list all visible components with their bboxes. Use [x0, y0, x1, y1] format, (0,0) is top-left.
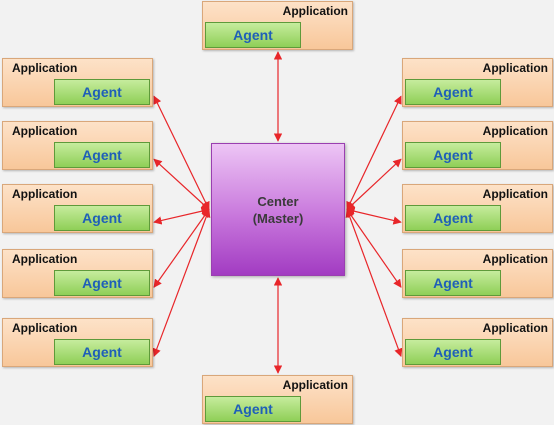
agent-box: Agent — [205, 22, 301, 48]
bidirectional-arrow-6 — [346, 95, 402, 211]
application-label: Application — [12, 321, 78, 335]
bidirectional-arrow-10 — [345, 208, 403, 358]
application-label: Application — [12, 61, 78, 75]
agent-box: Agent — [205, 396, 301, 422]
bidirectional-arrow-1 — [153, 95, 210, 211]
application-node: Application Agent — [2, 121, 153, 170]
bidirectional-arrow-2 — [153, 158, 210, 211]
application-node: Application Agent — [402, 184, 553, 233]
agent-box: Agent — [405, 79, 501, 105]
application-label: Application — [12, 124, 78, 138]
application-label: Application — [482, 252, 548, 266]
agent-box: Agent — [54, 142, 150, 168]
application-label: Application — [12, 252, 78, 266]
bidirectional-arrow-5 — [152, 208, 211, 358]
agent-box: Agent — [405, 339, 501, 365]
agent-box: Agent — [405, 205, 501, 231]
application-node: Application Agent — [202, 375, 353, 424]
application-node: Application Agent — [402, 318, 553, 367]
application-label: Application — [282, 378, 348, 392]
application-label: Application — [12, 187, 78, 201]
center-title: Center — [257, 193, 299, 209]
agent-box: Agent — [405, 142, 501, 168]
agent-box: Agent — [54, 79, 150, 105]
agent-box: Agent — [54, 205, 150, 231]
application-label: Application — [482, 124, 548, 138]
application-node: Application Agent — [2, 249, 153, 298]
agent-box: Agent — [405, 270, 501, 296]
agent-box: Agent — [54, 339, 150, 365]
application-node: Application Agent — [202, 1, 353, 50]
application-label: Application — [482, 187, 548, 201]
application-node: Application Agent — [2, 318, 153, 367]
application-label: Application — [482, 61, 548, 75]
application-node: Application Agent — [402, 121, 553, 170]
center-subtitle: (Master) — [252, 210, 304, 226]
application-label: Application — [282, 4, 348, 18]
agent-box: Agent — [54, 270, 150, 296]
application-node: Application Agent — [402, 58, 553, 107]
application-node: Application Agent — [402, 249, 553, 298]
application-label: Application — [482, 321, 548, 335]
bidirectional-arrow-9 — [346, 208, 402, 288]
application-node: Application Agent — [2, 58, 153, 107]
center-master-node: Center (Master) — [211, 143, 345, 276]
application-node: Application Agent — [2, 184, 153, 233]
bidirectional-arrow-4 — [153, 208, 210, 288]
bidirectional-arrow-7 — [346, 158, 402, 211]
